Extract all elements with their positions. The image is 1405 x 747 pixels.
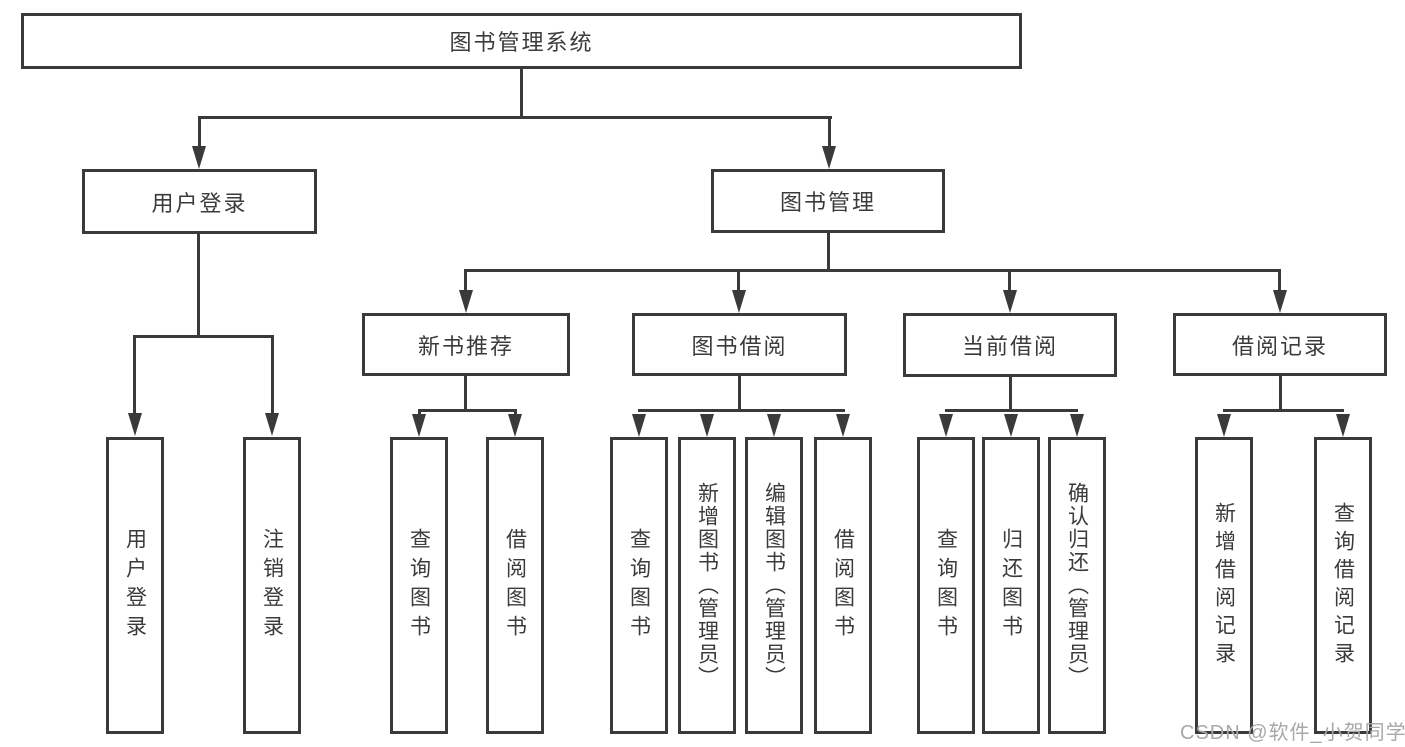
node-label: 当前借阅 [961,334,1058,359]
edge-level2-bar [198,116,832,119]
edge-drop-book-borrow [737,269,740,292]
arrow-down-icon [939,414,953,437]
node-label: 新书推荐 [417,333,514,359]
node-label: 查询图书 [627,527,651,644]
arrow-down-icon [700,414,714,437]
node-label: 查询图书 [407,527,431,644]
node-label: 用户登录 [151,190,248,216]
arrow-down-icon [1217,414,1231,437]
node-new-book-recommend: 新书推荐 [362,313,570,376]
edge-drop-user-login [198,116,201,148]
arrow-down-icon [459,290,473,313]
node-leaf-return-books: 归还图书 [982,437,1040,734]
arrow-down-icon [1004,414,1018,437]
arrow-down-icon [1003,290,1017,313]
node-leaf-query-borrow-record: 查询借阅记录 [1314,437,1372,734]
edge-new-book-rec-stem [464,375,467,412]
arrow-down-icon [1336,414,1350,437]
node-book-borrowing: 图书借阅 [632,313,847,376]
node-label: 新增图书（管理员） [695,482,719,689]
node-leaf-confirm-return-admin: 确认归还（管理员） [1048,437,1106,734]
edge-book-mgmt-stem [827,233,830,272]
edge-drop-current-borrow [1008,269,1011,292]
node-label: 注销登录 [260,527,284,644]
node-book-management: 图书管理 [711,169,945,233]
edge-drop-book-mgmt [828,116,831,148]
edge-book-borrow-stem [738,375,741,412]
node-label: 确认归还（管理员） [1065,482,1089,689]
arrow-down-icon [192,146,206,169]
node-label: 编辑图书（管理员） [762,482,786,689]
edge-book-borrow-bar [638,409,845,412]
node-user-login: 用户登录 [82,169,317,234]
edge-user-login-stem [197,233,200,338]
node-leaf-borrow-books-bb: 借阅图书 [814,437,872,734]
arrow-down-icon [508,414,522,437]
node-label: 图书借阅 [691,333,788,359]
edge-root-stem [520,69,523,119]
node-label: 图书管理 [779,190,876,215]
edge-user-login-bar [133,335,274,338]
arrow-down-icon [732,290,746,313]
node-borrowing-records: 借阅记录 [1173,313,1387,376]
arrow-down-icon [836,414,850,437]
node-label: 图书管理系统 [449,30,594,55]
edge-level3-bar [465,269,1281,272]
edge-drop-leaf [514,409,517,417]
node-label: 借阅记录 [1231,333,1328,359]
arrow-down-icon [632,414,646,437]
node-leaf-borrow-books-rec: 借阅图书 [486,437,544,734]
edge-borrow-records-bar [1223,409,1344,412]
arrow-down-icon [1273,290,1287,313]
edge-new-book-rec-bar [418,409,517,412]
edge-borrow-records-stem [1279,375,1282,412]
node-label: 借阅图书 [503,527,527,644]
node-label: 借阅图书 [831,527,855,644]
arrow-down-icon [767,414,781,437]
arrow-down-icon [265,413,279,436]
node-leaf-query-books-bb: 查询图书 [610,437,668,734]
node-leaf-add-books-admin: 新增图书（管理员） [678,437,736,734]
node-label: 查询图书 [934,527,958,644]
edge-drop-leaf-logout [271,335,274,416]
node-leaf-add-borrow-record: 新增借阅记录 [1195,437,1253,734]
node-leaf-edit-books-admin: 编辑图书（管理员） [745,437,803,734]
edge-current-borrow-stem [1009,375,1012,412]
node-leaf-query-books-cb: 查询图书 [917,437,975,734]
node-label: 查询借阅记录 [1331,501,1355,670]
edge-drop-leaf-user-login [133,335,136,416]
node-label: 用户登录 [123,527,147,644]
arrow-down-icon [822,146,836,169]
node-leaf-query-books-rec: 查询图书 [390,437,448,734]
node-label: 归还图书 [999,527,1023,644]
arrow-down-icon [412,414,426,437]
edge-current-borrow-bar [945,409,1078,412]
arrow-down-icon [128,413,142,436]
edge-drop-new-book-rec [464,269,467,292]
node-label: 新增借阅记录 [1212,501,1236,670]
edge-drop-leaf [418,409,421,417]
arrow-down-icon [1070,414,1084,437]
node-leaf-user-login: 用户登录 [106,437,164,734]
node-library-management-system: 图书管理系统 [21,13,1022,69]
node-current-borrowing: 当前借阅 [903,313,1117,377]
csdn-watermark: CSDN @软件_小贺同学 [1180,722,1405,744]
edge-drop-borrow-records [1278,269,1281,292]
node-leaf-logout: 注销登录 [243,437,301,734]
